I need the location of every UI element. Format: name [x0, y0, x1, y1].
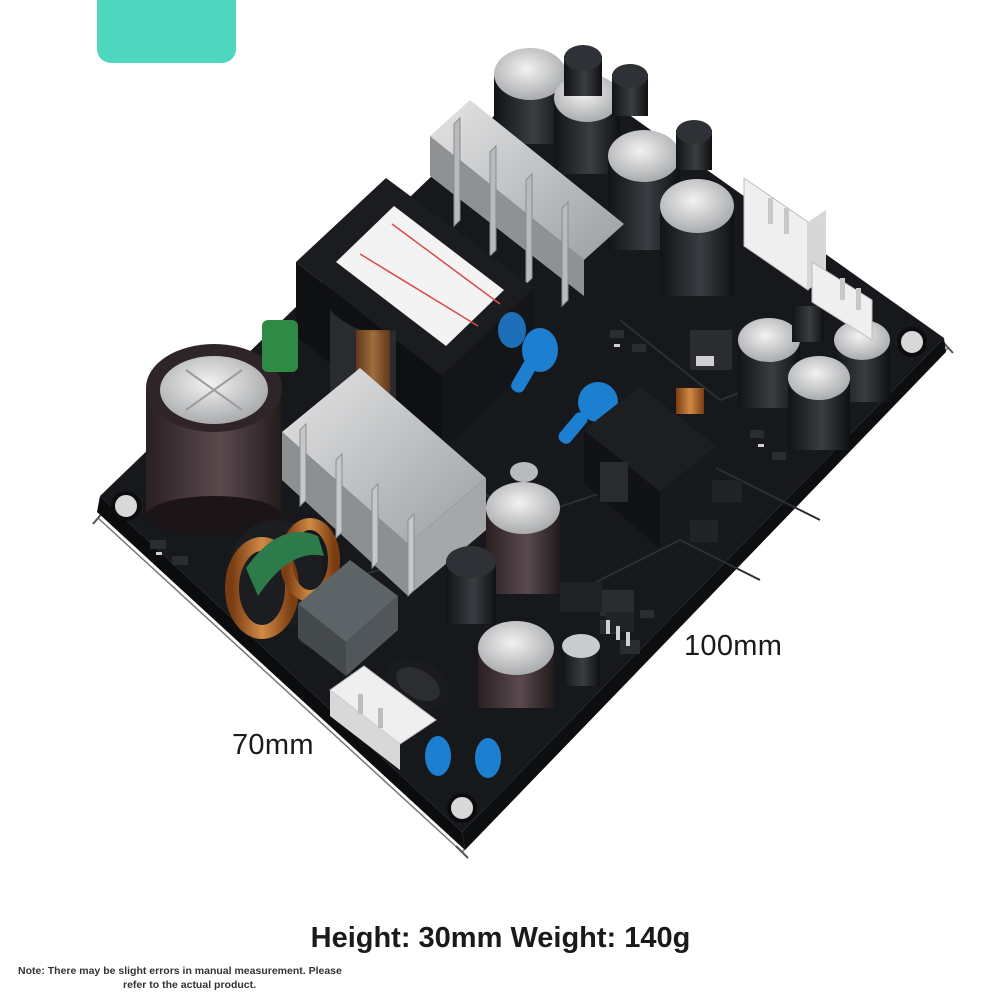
output-capacitors — [738, 306, 890, 450]
output-transformer — [584, 386, 716, 548]
output-connectors — [743, 177, 873, 341]
accent-tab — [97, 0, 236, 63]
measurement-note: Note: There may be slight errors in manu… — [18, 964, 398, 992]
rear-heatsink — [430, 100, 624, 308]
center-capacitors — [446, 462, 600, 708]
bulk-capacitor — [146, 344, 282, 536]
film-capacitor — [262, 320, 298, 372]
width-dimension-label: 70mm — [232, 729, 314, 761]
rear-capacitors — [494, 45, 734, 296]
note-line-1: Note: There may be slight errors in manu… — [18, 965, 342, 977]
ic-chips — [560, 480, 742, 632]
front-heatsink — [282, 368, 486, 598]
length-dimension-label: 100mm — [684, 630, 783, 662]
input-connector — [329, 665, 437, 770]
common-mode-choke — [225, 518, 340, 639]
height-weight-spec: Height: 30mm Weight: 140g — [310, 922, 691, 954]
x-capacitor — [298, 560, 398, 676]
y-capacitors — [425, 328, 618, 778]
blue-capacitor — [498, 312, 526, 348]
note-line-2: refer to the actual product. — [123, 979, 257, 991]
